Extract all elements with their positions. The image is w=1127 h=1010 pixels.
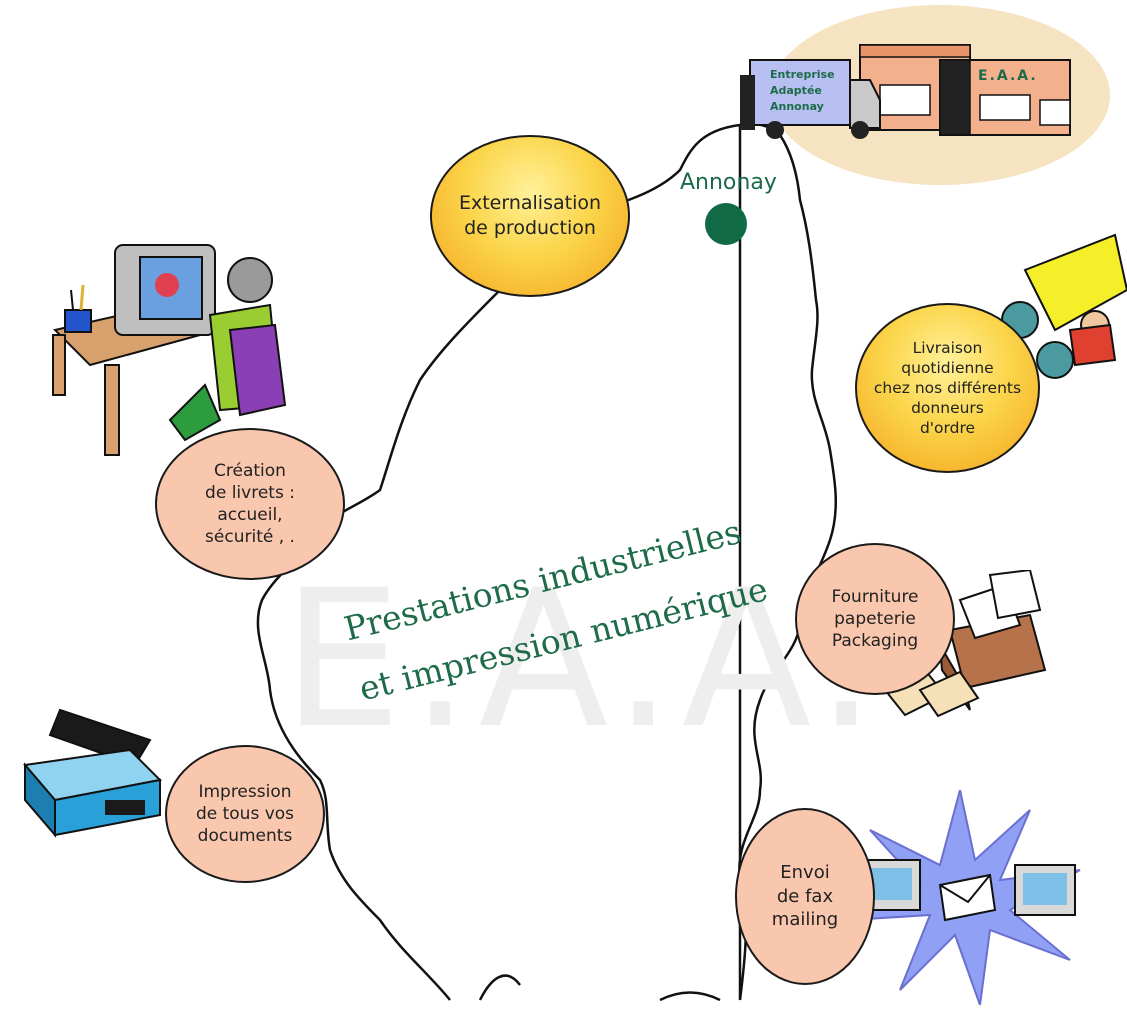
watermark-text: E.A.A. xyxy=(282,549,885,770)
network-fax-illustration xyxy=(840,789,1085,1006)
service-livraison: Livraison quotidienne chez nos différent… xyxy=(855,303,1040,473)
service-externalisation: Externalisation de production xyxy=(430,135,630,297)
printer-drawing xyxy=(23,708,163,838)
service-creation-text: Création de livrets : accueil, sécurité … xyxy=(205,460,295,548)
service-envoi-text: Envoi de fax mailing xyxy=(771,862,839,931)
truck-label-3: Annonay xyxy=(770,100,824,113)
printer-illustration xyxy=(10,705,185,840)
truck-building-drawing xyxy=(740,5,1110,185)
truck-label-1: Entreprise xyxy=(770,68,835,81)
network-fax-drawing xyxy=(849,789,1081,1006)
city-label: Annonay xyxy=(680,170,777,195)
service-creation: Création de livrets : accueil, sécurité … xyxy=(155,428,345,580)
service-impression-text: Impression de tous vos documents xyxy=(195,781,295,847)
city-dot xyxy=(705,203,747,245)
service-impression: Impression de tous vos documents xyxy=(165,745,325,883)
service-fourniture: Fourniture papeterie Packaging xyxy=(795,543,955,695)
service-fourniture-text: Fourniture papeterie Packaging xyxy=(831,586,919,652)
forklift-illustration xyxy=(995,230,1127,380)
forklift-drawing xyxy=(1001,233,1127,379)
service-livraison-text: Livraison quotidienne chez nos différent… xyxy=(873,338,1022,438)
service-externalisation-text: Externalisation de production xyxy=(458,192,602,239)
company-illustration: Entreprise Adaptée Annonay E.A.A. xyxy=(740,0,1127,190)
truck-label-2: Adaptée xyxy=(770,84,822,97)
box-envelopes-illustration xyxy=(880,568,1050,720)
computer-user-illustration xyxy=(45,235,295,465)
box-envelopes-drawing xyxy=(883,568,1047,718)
building-sign: E.A.A. xyxy=(978,68,1038,84)
service-envoi: Envoi de fax mailing xyxy=(735,808,875,985)
computer-user-drawing xyxy=(52,244,287,456)
